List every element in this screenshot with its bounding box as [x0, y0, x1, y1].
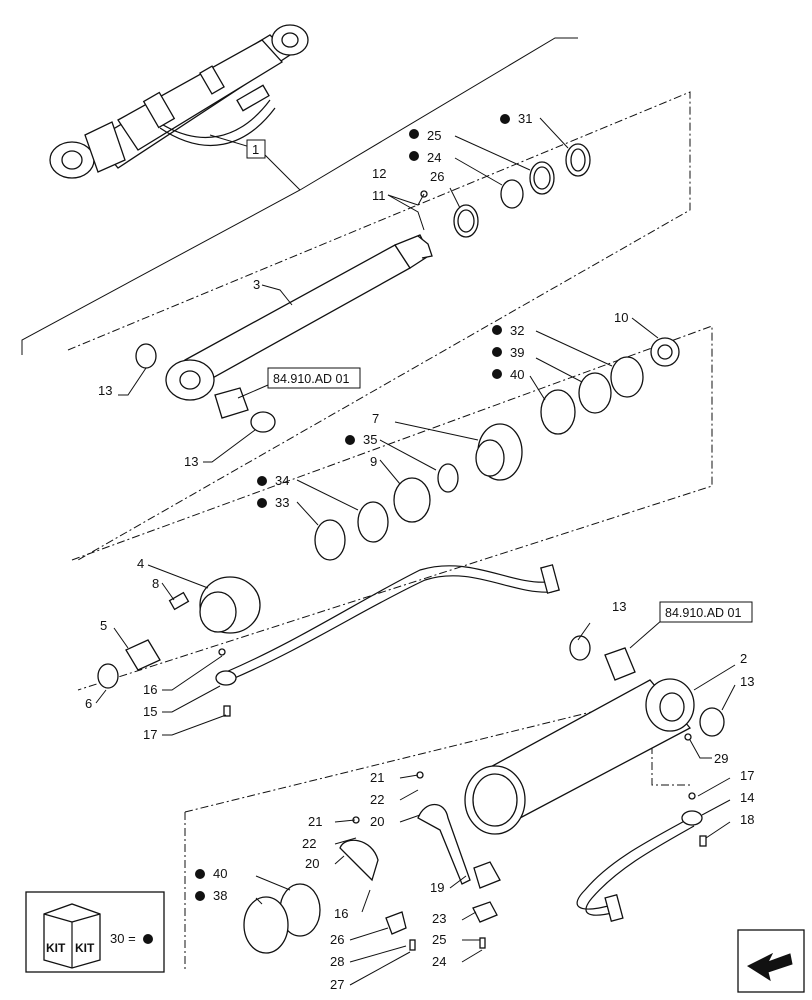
- callout-13-lower-right: 13: [740, 674, 754, 689]
- callout-12: 12: [372, 166, 386, 181]
- assembled-cylinder: [49, 24, 309, 179]
- reference-box-lower[interactable]: 84.910.AD 01: [659, 601, 753, 623]
- kit-equation: 30 =: [110, 931, 136, 946]
- callout-3: 3: [253, 277, 260, 292]
- lower-dash-frame: [184, 699, 641, 970]
- callout-28: 28: [330, 954, 344, 969]
- callout-9: 9: [370, 454, 377, 469]
- callout-23: 23: [432, 911, 446, 926]
- callout-27: 27: [330, 977, 344, 992]
- callout-4: 4: [137, 556, 144, 571]
- reference-lower: 84.910.AD 01: [665, 606, 741, 620]
- callout-39-lower: 38: [213, 888, 227, 903]
- kit-label-right: KIT: [75, 941, 95, 955]
- callout-38: 32: [510, 323, 524, 338]
- callout-24: 24: [432, 954, 446, 969]
- callout-35: 33: [275, 495, 289, 510]
- cylinder-barrel: [464, 635, 725, 835]
- callout-15: 15: [143, 704, 157, 719]
- callout-1: 1: [252, 142, 259, 157]
- arrow-icon: [746, 952, 793, 982]
- piston-group: [71, 325, 713, 691]
- callout-10: 10: [614, 310, 628, 325]
- callout-39-upper: 39: [510, 345, 524, 360]
- upper-dash-frame: [67, 91, 691, 561]
- callout-8: 8: [152, 576, 159, 591]
- callout-33: 24: [427, 150, 441, 165]
- callout-17-right: 18: [740, 812, 754, 827]
- gland-group: [97, 576, 261, 689]
- callout-1-bracket: 1: [21, 37, 578, 355]
- callout-22-right: 22: [370, 792, 384, 807]
- next-page-arrow-button[interactable]: [737, 929, 805, 993]
- callout-5: 5: [100, 618, 107, 633]
- callout-18: 16: [334, 906, 348, 921]
- callout-13-upper-right: 13: [184, 454, 198, 469]
- callout-11: 11: [372, 188, 386, 203]
- rod-seals: [420, 143, 591, 238]
- callout-26: 26: [330, 932, 344, 947]
- callout-17-left: 17: [143, 727, 157, 742]
- clamp-group: [243, 771, 501, 954]
- leader-lines: [95, 117, 736, 986]
- callout-34: 26: [430, 169, 444, 184]
- piston-rod: [135, 234, 433, 433]
- callout-36: 34: [275, 473, 289, 488]
- kit-dot-symbol: [143, 934, 153, 944]
- callout-32: 25: [427, 128, 441, 143]
- callout-21-right: 21: [370, 770, 384, 785]
- callout-13-lower-left: 13: [612, 599, 626, 614]
- callout-2: 2: [740, 651, 747, 666]
- callout-14: 14: [740, 790, 754, 805]
- callout-19: 19: [430, 880, 444, 895]
- callout-29: 29: [714, 751, 728, 766]
- callout-31: 31: [518, 111, 532, 126]
- callout-40-lower: 40: [213, 866, 227, 881]
- callout-16-left: 16: [143, 682, 157, 697]
- callout-20-left: 20: [305, 856, 319, 871]
- callout-22-left: 22: [302, 836, 316, 851]
- lower-tube: [576, 792, 707, 922]
- callout-25: 25: [432, 932, 446, 947]
- callout-40-upper: 40: [510, 367, 524, 382]
- callout-20-right: 20: [370, 814, 384, 829]
- callout-labels: 3 12 11 26 25 24 31 13 13 10 32 39 40 7 …: [85, 111, 754, 992]
- reference-box-upper[interactable]: 84.910.AD 01: [267, 367, 361, 389]
- callout-37: 35: [363, 432, 377, 447]
- callout-13-upper-left: 13: [98, 383, 112, 398]
- callout-21-left: 21: [308, 814, 322, 829]
- callout-7: 7: [372, 411, 379, 426]
- kit-markers: [195, 114, 510, 901]
- kit-label-left: KIT: [46, 941, 66, 955]
- upper-tube: [215, 564, 560, 717]
- callout-6: 6: [85, 696, 92, 711]
- callout-16-right: 17: [740, 768, 754, 783]
- reference-upper: 84.910.AD 01: [273, 372, 349, 386]
- kit-legend: KIT KIT 30 =: [25, 891, 165, 973]
